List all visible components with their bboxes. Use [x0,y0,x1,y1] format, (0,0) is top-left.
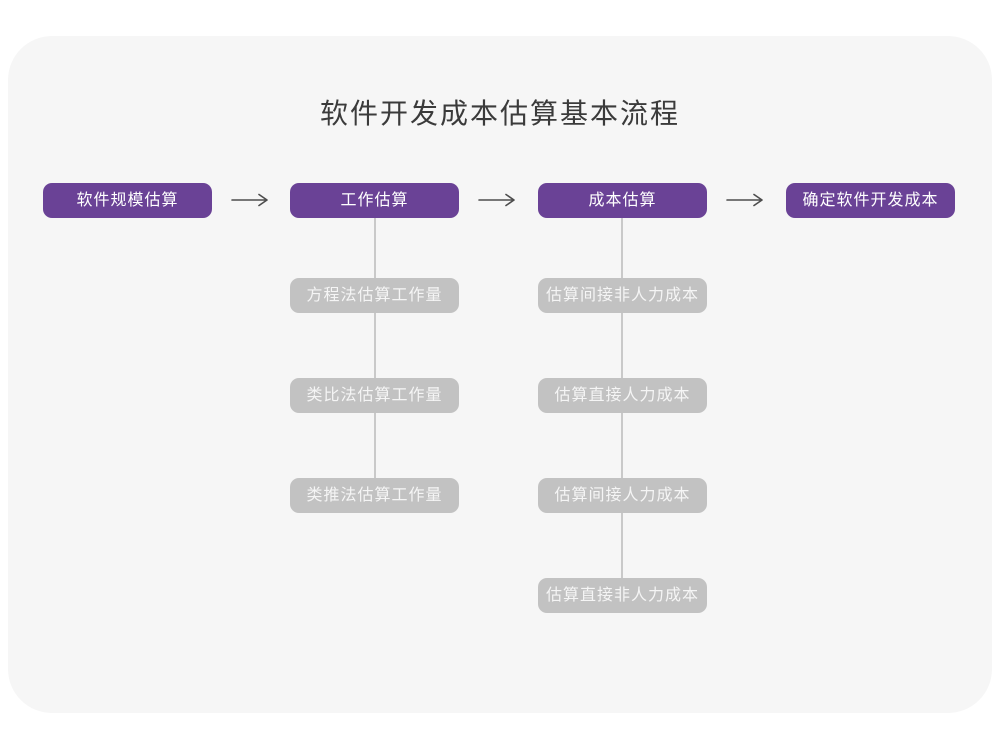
diagram-title: 软件开发成本估算基本流程 [319,98,680,129]
flow-node-software-scale-estimation: 软件规模估算 [43,183,212,218]
diagram-card [8,36,992,713]
branch-node-extrapolation-method: 类推法估算工作量 [290,478,459,513]
branch-node-analogy-method: 类比法估算工作量 [290,378,459,413]
right-arrow-icon [478,193,515,207]
right-arrow-icon [726,193,763,207]
branch-node-direct-nonlabor-cost: 估算直接非人力成本 [538,578,707,613]
branch-node-equation-method: 方程法估算工作量 [290,278,459,313]
flow-node-determine-dev-cost: 确定软件开发成本 [786,183,955,218]
branch-node-indirect-nonlabor-cost: 估算间接非人力成本 [538,278,707,313]
branch-node-direct-labor-cost: 估算直接人力成本 [538,378,707,413]
right-arrow-icon [231,193,268,207]
flow-node-cost-estimation: 成本估算 [538,183,707,218]
connector-line-work-branch [374,218,376,478]
flow-node-work-estimation: 工作估算 [290,183,459,218]
branch-node-indirect-labor-cost: 估算间接人力成本 [538,478,707,513]
